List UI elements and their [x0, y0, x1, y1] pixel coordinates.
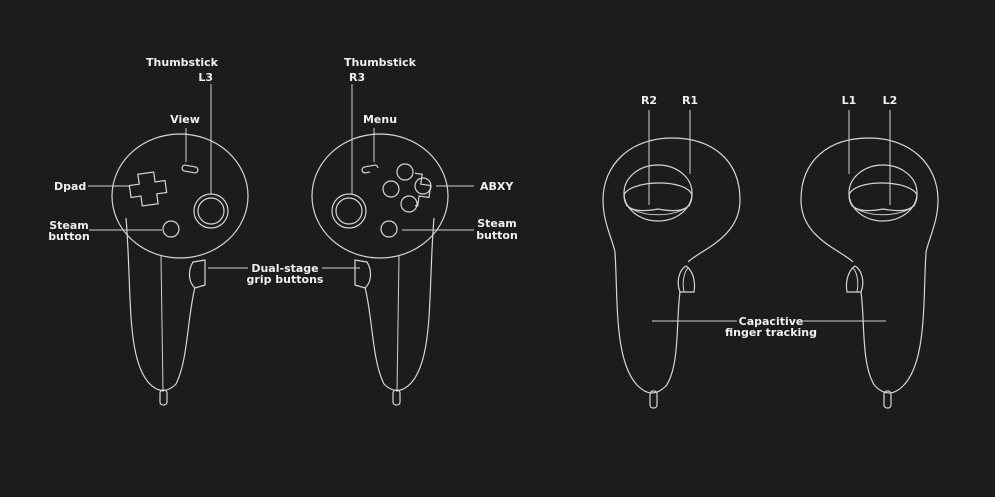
steam-right-label-2: button [476, 229, 518, 242]
steam-right-label: Steam [477, 217, 517, 230]
steam-left-label: Steam [49, 219, 89, 232]
view-label: View [170, 113, 200, 126]
menu-label: Menu [363, 113, 397, 126]
r3-label: R3 [349, 71, 365, 84]
r2-label: R2 [641, 94, 657, 107]
leader-lines [88, 84, 891, 322]
grip-label-2: grip buttons [247, 273, 324, 286]
abxy-label: ABXY [480, 180, 514, 193]
r1-label: R1 [682, 94, 698, 107]
dpad-label: Dpad [54, 180, 86, 193]
capacitive-label-2: finger tracking [725, 326, 817, 339]
capacitive-label: Capacitive [739, 315, 804, 328]
steam-left-label-2: button [48, 230, 90, 243]
thumbstick-left-label: Thumbstick [146, 56, 219, 69]
abxy-buttons[interactable] [370, 163, 432, 213]
left-controller-back [800, 137, 939, 409]
thumbstick-right-label: Thumbstick [344, 56, 417, 69]
l3-label: L3 [198, 71, 213, 84]
l1-label: L1 [842, 94, 857, 107]
left-controller-front [111, 133, 249, 406]
l2-label: L2 [883, 94, 898, 107]
right-controller-back [602, 137, 741, 409]
grip-label: Dual-stage [251, 262, 318, 275]
